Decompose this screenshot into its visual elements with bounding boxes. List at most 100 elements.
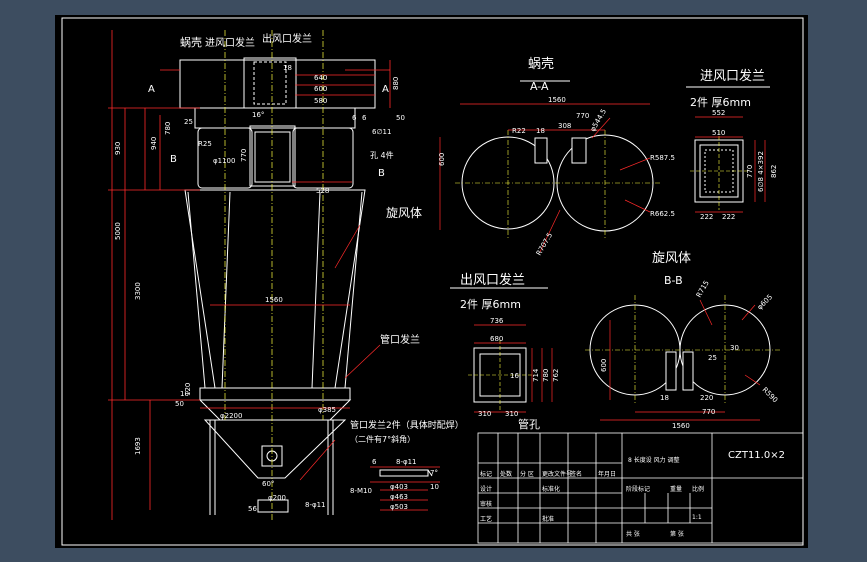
cone-line-l1 <box>187 191 206 389</box>
dim-1693: 1693 <box>134 437 142 455</box>
dim-6a: 6 <box>352 114 357 122</box>
dim-8-11: 8-φ11 <box>305 501 326 509</box>
outlet-dim-310b: 310 <box>505 410 518 418</box>
dim-1100: φ1100 <box>213 157 235 165</box>
tb-approve: 批准 <box>542 515 554 523</box>
inlet-dim-510: 510 <box>712 129 725 137</box>
inlet-flange-spec: 2件 厚6mm <box>690 96 751 109</box>
tb-design: 设计 <box>480 485 492 493</box>
detail-dim-6: 6 <box>372 458 377 466</box>
detail-title: 管孔 <box>518 417 540 431</box>
middle-section <box>194 107 356 129</box>
aa-dim-r6625: R662.5 <box>650 210 675 218</box>
outlet-dim-680: 680 <box>490 335 503 343</box>
detail-dim-463: φ463 <box>390 493 408 501</box>
aa-right-notch <box>571 137 587 164</box>
inspection-hole <box>261 445 283 467</box>
dim-200: φ200 <box>268 494 286 502</box>
dim-880: 880 <box>392 77 400 90</box>
inlet-flange-view: 进风口发兰 2件 厚6mm 552 510 770 862 6∅8 4×392 … <box>686 68 778 221</box>
bb-right-slot <box>682 351 694 391</box>
bb-dim-600: 600 <box>600 359 608 372</box>
inlet-dim-770: 770 <box>746 165 754 178</box>
inlet-dim-552: 552 <box>712 109 725 117</box>
aa-dim-1560: 1560 <box>548 96 566 104</box>
pipe-hole-detail: 管孔 6 8-φ11 7° 10 8-M10 φ403 φ463 φ503 <box>350 417 540 511</box>
section-a-left: A <box>148 84 155 95</box>
description: 8 长度设 风力 调整 <box>628 456 680 464</box>
dim-580: 580 <box>314 97 327 105</box>
dim-6-11: 6∅11 <box>372 128 391 136</box>
dim-56: 56 <box>248 505 257 513</box>
outlet-flange-view: 出风口发兰 2件 厚6mm 736 680 714 780 762 16 310… <box>450 272 560 418</box>
dim-3300: 3300 <box>134 282 142 300</box>
dim-930: 930 <box>114 142 122 155</box>
detail-flange-plate <box>379 469 429 477</box>
outlet-dim-16: 16 <box>510 372 519 380</box>
body-label: 旋风体 <box>386 206 422 220</box>
inlet-flange-box <box>249 125 296 187</box>
outlet-pipe-top <box>253 61 287 105</box>
section-bb-subtitle: B-B <box>664 274 683 287</box>
outlet-dim-714: 714 <box>532 368 540 382</box>
aa-dim-r5875: R587.5 <box>650 154 675 162</box>
tb-weight: 重量 <box>670 485 682 493</box>
tb-r0c1: 处数 <box>500 470 512 478</box>
detail-dim-503: φ503 <box>390 503 408 511</box>
bb-dim-18: 18 <box>660 394 669 402</box>
aa-dim-308: 308 <box>558 122 571 130</box>
bb-dim-220: 220 <box>700 394 713 402</box>
tb-r0c2: 分 区 <box>520 470 534 478</box>
title-block-text: CZT11.0×2 8 长度设 风力 调整 标记 处数 分 区 更改文件号 签名… <box>480 450 785 538</box>
product-code: CZT11.0×2 <box>728 450 785 461</box>
inlet-dim-392: 6∅8 4×392 <box>757 151 765 192</box>
tb-scale-value: 1:1 <box>692 514 702 521</box>
volute-label: 蜗壳 <box>180 35 202 49</box>
dim-5000: 5000 <box>114 222 122 240</box>
section-bb-title: 旋风体 <box>652 251 691 266</box>
outlet-flange-title: 出风口发兰 <box>460 272 525 288</box>
tb-review: 审核 <box>480 500 492 508</box>
tb-r0c0: 标记 <box>480 470 492 478</box>
outlet-flange-label: 出风口发兰 <box>262 32 312 45</box>
dim-60-deg: 60° <box>262 480 274 488</box>
cone-line-r2 <box>344 191 363 389</box>
outlet-dim-762: 762 <box>552 369 560 382</box>
dim-120: 120 <box>184 383 192 396</box>
detail-dim-403: φ403 <box>390 483 408 491</box>
cone-line-r1 <box>311 191 321 389</box>
tb-r0c5: 年月日 <box>598 470 616 478</box>
aa-left-notch <box>534 137 548 164</box>
section-b-left: B <box>170 154 177 165</box>
outlet-dim-780: 780 <box>542 369 550 382</box>
dim-50b: 50 <box>175 400 184 408</box>
flange-note2: （二件有7°斜角） <box>350 434 415 444</box>
dim-2200: φ2200 <box>220 412 242 420</box>
tb-stage: 阶段标记 <box>626 485 650 493</box>
aa-dim-770: 770 <box>576 112 589 120</box>
dim-385: φ385 <box>318 406 336 414</box>
dim-16-deg: 16° <box>252 111 264 119</box>
tb-scale: 比例 <box>692 485 704 493</box>
section-aa-title: 蜗壳 <box>528 56 554 72</box>
flange-note: 管口发兰2件（具体时配焊） <box>350 419 464 431</box>
detail-dim-10: 10 <box>430 483 439 491</box>
drawing-border <box>61 17 804 546</box>
tb-standard: 标准化 <box>542 485 560 493</box>
tb-sheet: 共 张 <box>626 530 640 538</box>
bb-left-slot <box>665 351 677 391</box>
outlet-dim-736: 736 <box>490 317 504 325</box>
inlet-dim-222b: 222 <box>722 213 735 221</box>
title-block-frame <box>477 432 804 544</box>
hopper-cone <box>203 419 347 479</box>
tb-process: 工艺 <box>480 515 492 523</box>
tb-r0c3: 更改文件号 <box>542 470 572 478</box>
main-dimension-lines <box>108 30 391 520</box>
inlet-dim-222a: 222 <box>700 213 713 221</box>
dim-770: 770 <box>240 149 248 162</box>
aa-dim-r22: R22 <box>512 127 526 135</box>
dim-640: 640 <box>314 74 327 82</box>
pipe-flange-label: 管口发兰 <box>380 333 420 346</box>
tb-sheet2: 第 张 <box>670 530 684 538</box>
